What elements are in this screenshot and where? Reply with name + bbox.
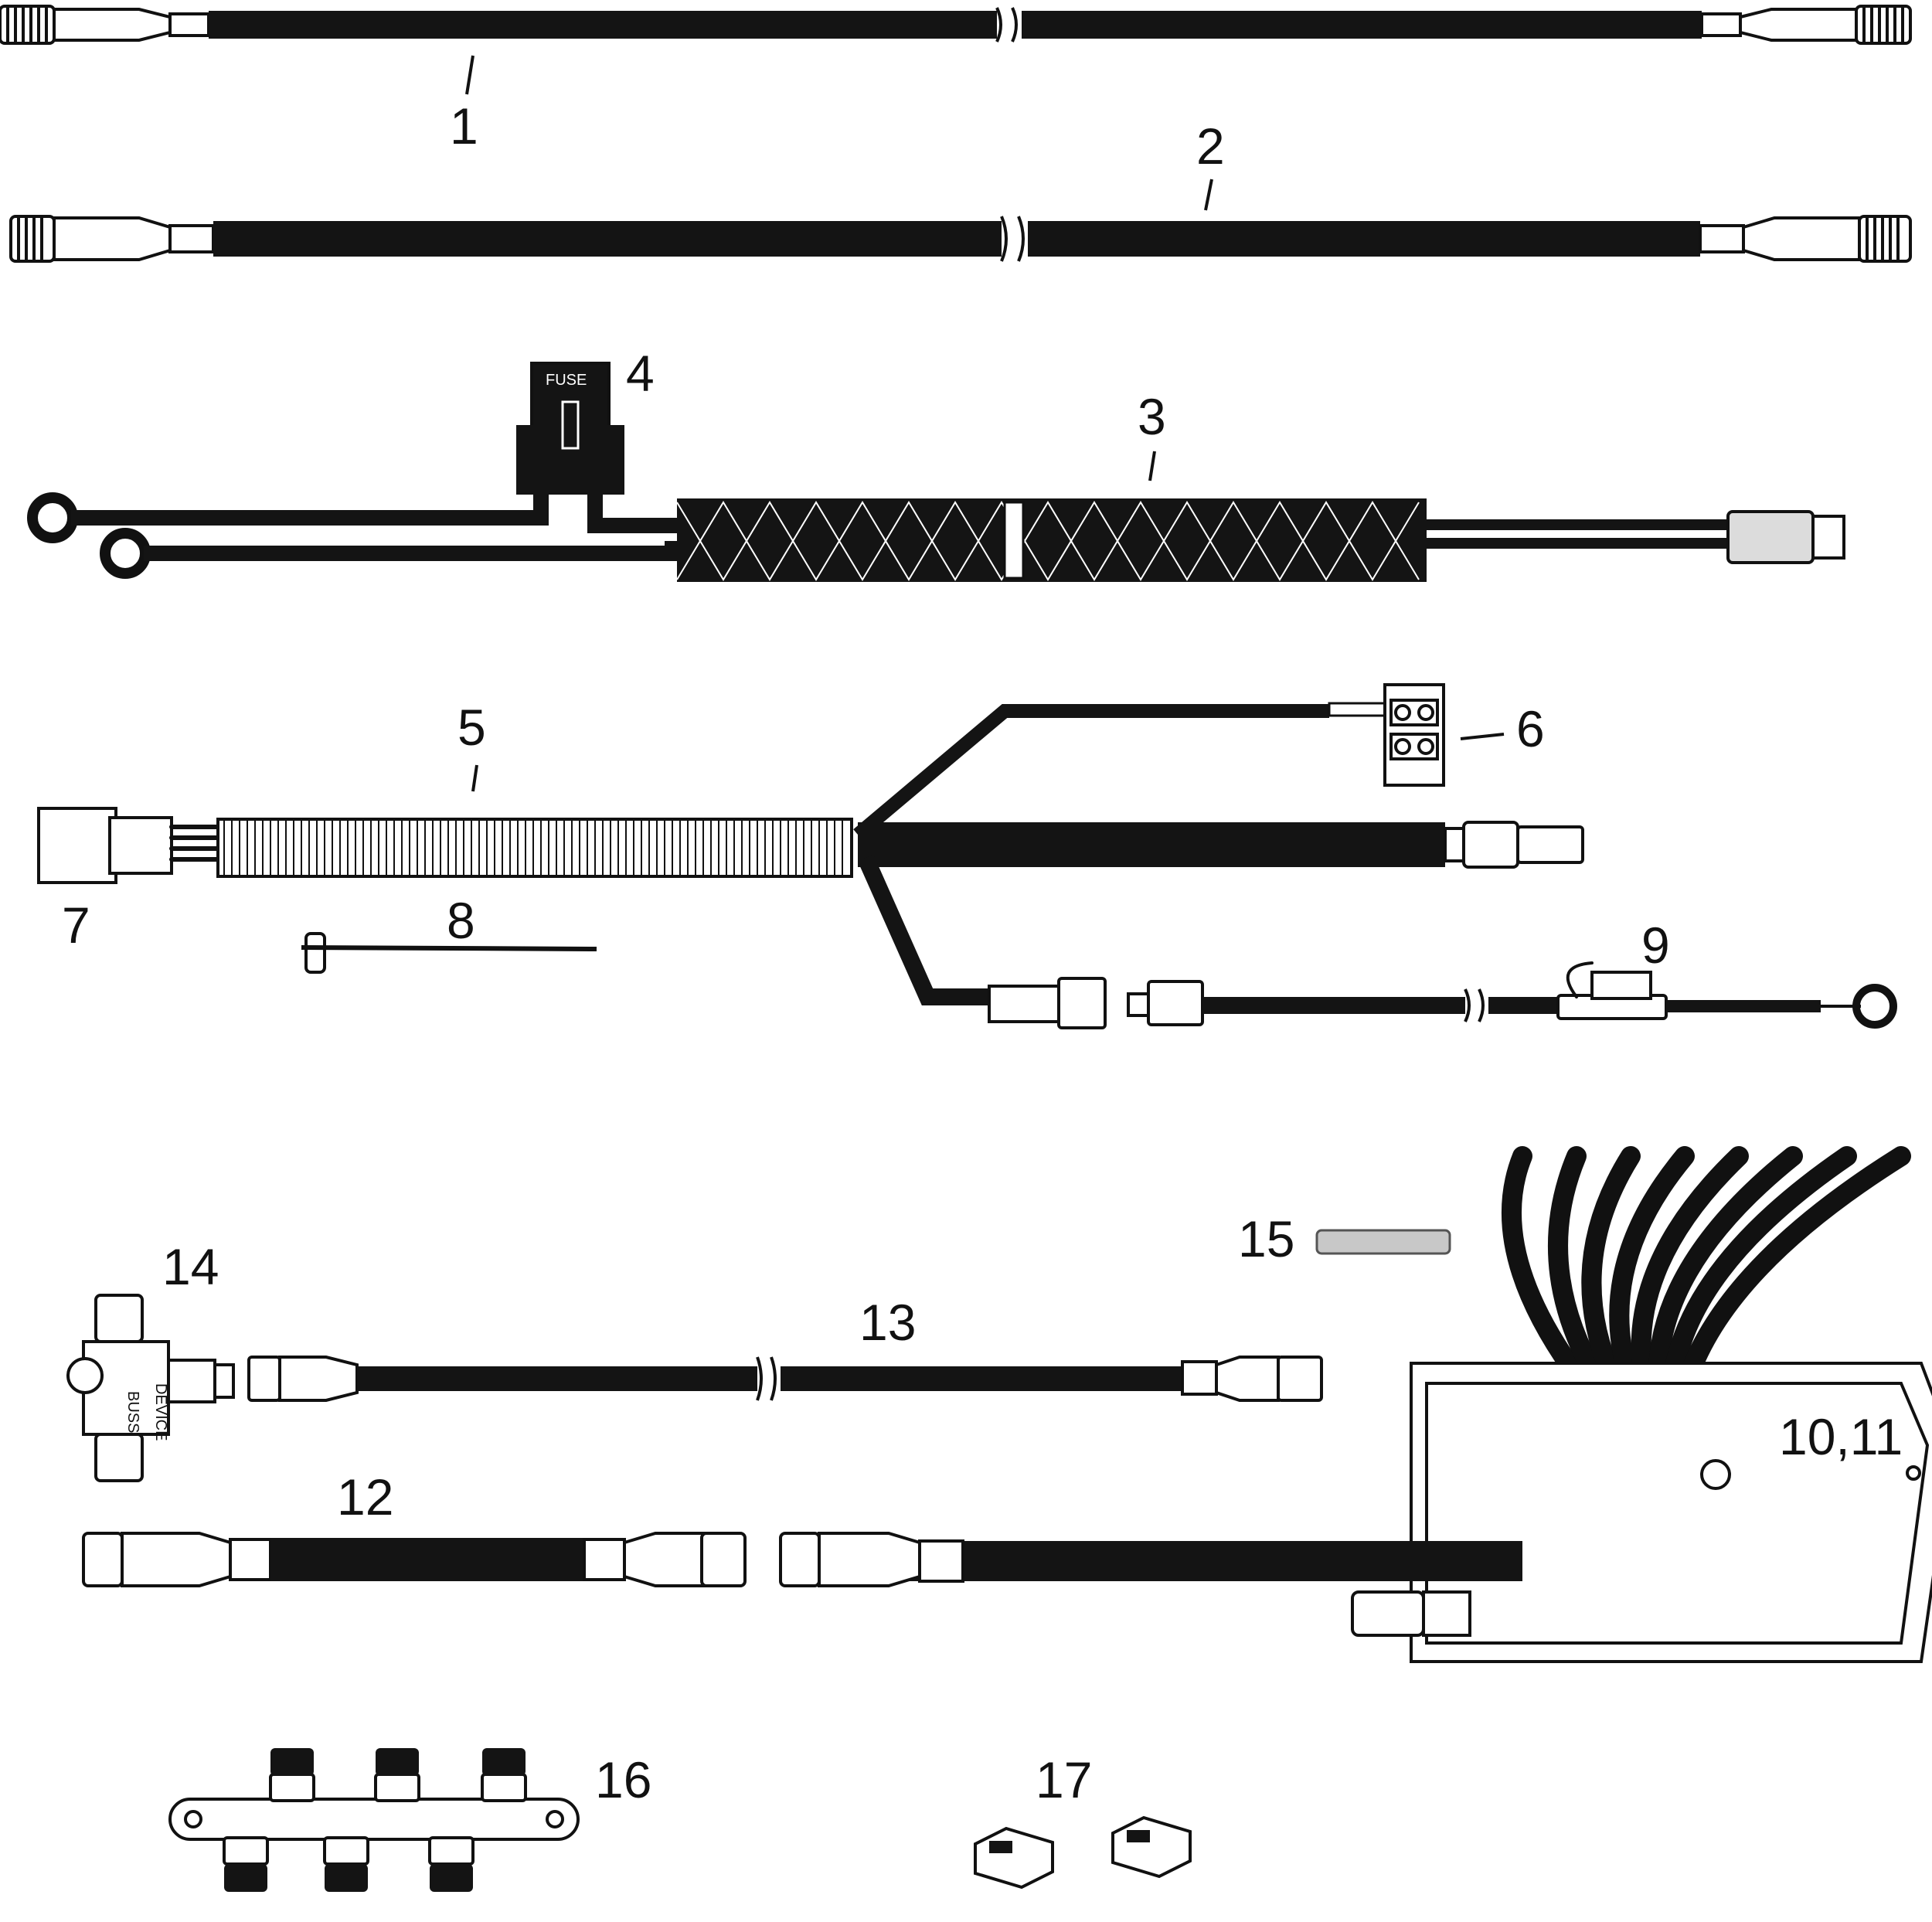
fuse-label: FUSE bbox=[546, 372, 587, 389]
leader-2 bbox=[1204, 179, 1213, 211]
callout-1: 1 bbox=[450, 97, 478, 155]
leader-1 bbox=[465, 55, 474, 95]
callout-10-11: 10,11 bbox=[1779, 1408, 1903, 1465]
callout-12: 12 bbox=[337, 1468, 393, 1526]
callout-2: 2 bbox=[1196, 117, 1225, 175]
junction-block-item-16 bbox=[168, 1748, 580, 1892]
leader-3 bbox=[1148, 451, 1156, 481]
terminators-item-17 bbox=[974, 1815, 1192, 1890]
cable-tie-item-8 bbox=[301, 932, 597, 974]
power-harness-item-3 bbox=[27, 479, 1845, 582]
callout-4: 4 bbox=[626, 345, 655, 402]
fuse-holder-item-4: FUSE bbox=[516, 362, 624, 495]
cable-item-1 bbox=[0, 5, 1912, 45]
callout-8: 8 bbox=[447, 892, 475, 949]
terminal-block-item-6 bbox=[1383, 683, 1445, 787]
heat-shrink-item-15 bbox=[1315, 1229, 1451, 1255]
callout-7: 7 bbox=[62, 896, 90, 954]
callout-3: 3 bbox=[1138, 388, 1166, 445]
leader-6 bbox=[1460, 733, 1505, 740]
cable-end-module bbox=[779, 1532, 964, 1587]
engine-harness-item-5 bbox=[37, 702, 1584, 1029]
leader-5 bbox=[471, 764, 478, 792]
callout-14: 14 bbox=[162, 1238, 219, 1295]
callout-17: 17 bbox=[1036, 1751, 1092, 1808]
buss-label: BUSS bbox=[124, 1391, 141, 1433]
callout-13: 13 bbox=[859, 1294, 916, 1351]
callout-6: 6 bbox=[1516, 700, 1545, 757]
callout-15: 15 bbox=[1238, 1210, 1294, 1267]
device-label: DEVICE bbox=[152, 1383, 169, 1441]
cable-item-12 bbox=[82, 1532, 747, 1587]
callout-9: 9 bbox=[1641, 917, 1670, 974]
tee-connector-item-14: BUSS DEVICE bbox=[66, 1294, 235, 1482]
callout-16: 16 bbox=[595, 1751, 651, 1808]
cable-item-13 bbox=[247, 1356, 1323, 1402]
cable-item-2 bbox=[9, 215, 1912, 263]
callout-5: 5 bbox=[457, 699, 486, 756]
power-lead-item-9 bbox=[1127, 961, 1897, 1029]
